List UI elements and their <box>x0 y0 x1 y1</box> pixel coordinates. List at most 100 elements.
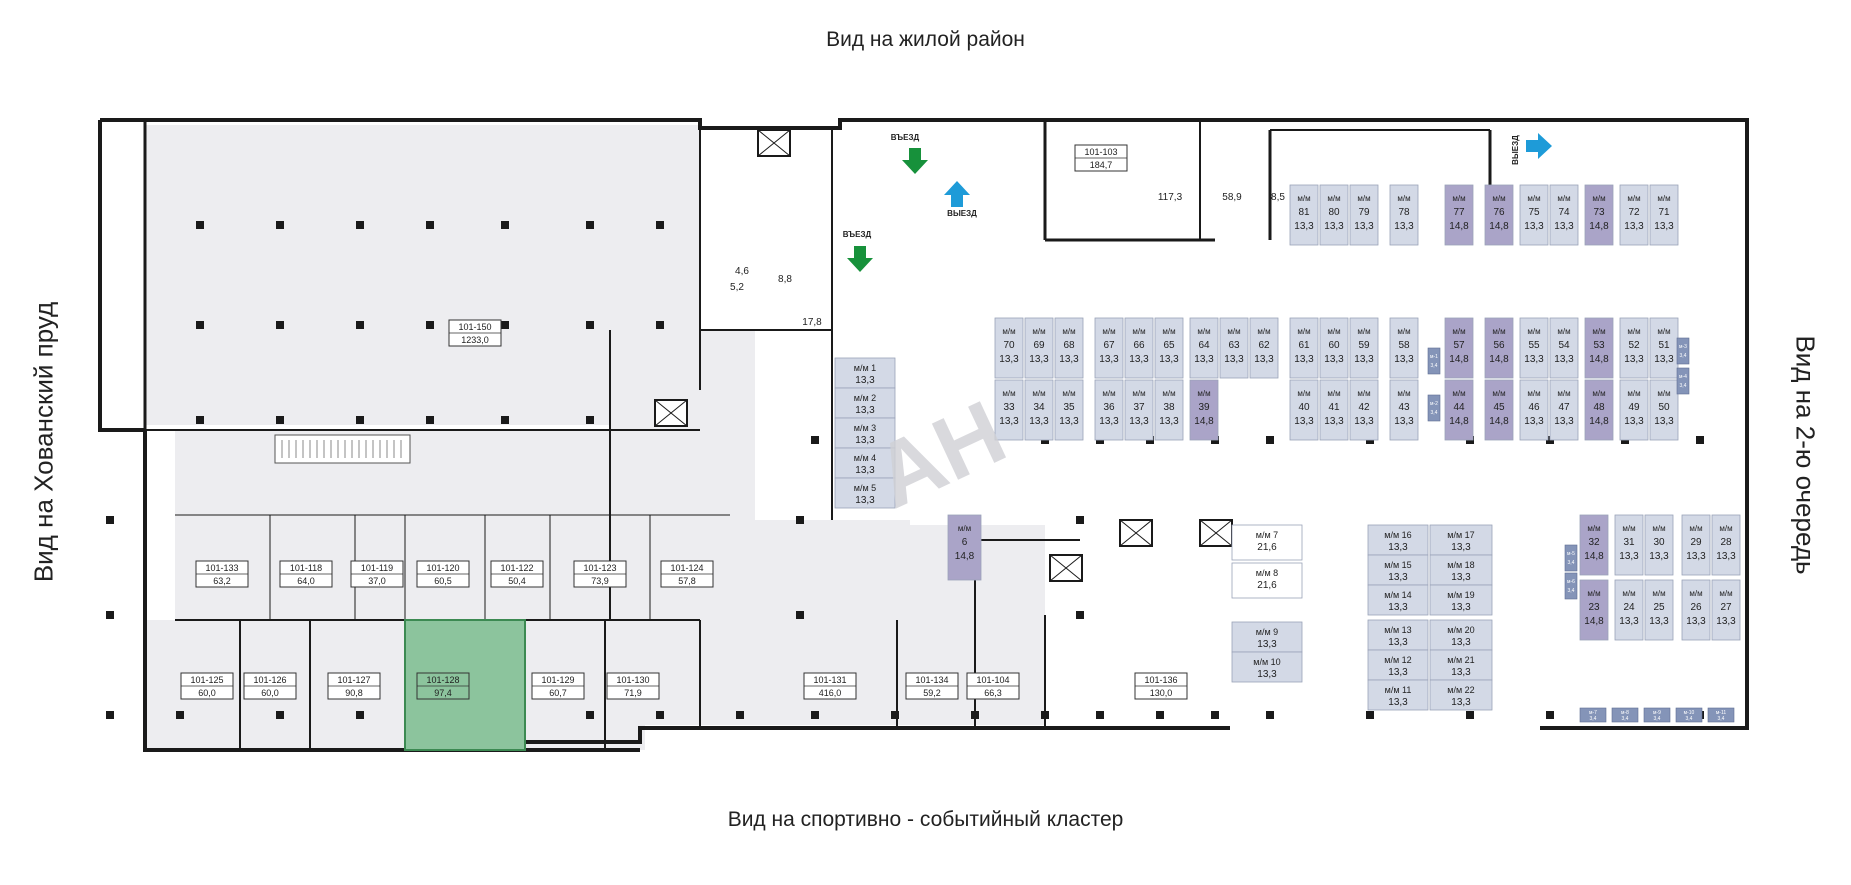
parking-spot-2[interactable]: м/м 213,3 <box>834 387 896 419</box>
small-spot-м-4[interactable]: м-43,4 <box>1676 367 1690 395</box>
parking-spot-3[interactable]: м/м 313,3 <box>834 417 896 449</box>
parking-spot-1[interactable]: м/м 113,3 <box>834 357 896 389</box>
parking-spot-8[interactable]: м/м 821,6 <box>1231 562 1303 599</box>
small-spot-м-9[interactable]: м-93,4 <box>1643 707 1671 723</box>
small-spot-м-1[interactable]: м-13,4 <box>1427 347 1441 375</box>
small-spot-м-8[interactable]: м-83,4 <box>1611 707 1639 723</box>
premise-101-128[interactable] <box>404 619 526 751</box>
small-spot-м-6[interactable]: м-63,4 <box>1564 572 1578 600</box>
small-spot-м-10[interactable]: м-103,4 <box>1675 707 1703 723</box>
parking-spot-5[interactable]: м/м 513,3 <box>834 477 896 509</box>
small-spot-м-2[interactable]: м-23,4 <box>1427 394 1441 422</box>
parking-spot-9[interactable]: м/м 913,3 <box>1231 621 1303 653</box>
small-spot-м-3[interactable]: м-33,4 <box>1676 337 1690 365</box>
parking-spot-7[interactable]: м/м 721,6 <box>1231 524 1303 561</box>
small-spot-м-7[interactable]: м-73,4 <box>1579 707 1607 723</box>
small-spot-м-5[interactable]: м-53,4 <box>1564 544 1578 572</box>
